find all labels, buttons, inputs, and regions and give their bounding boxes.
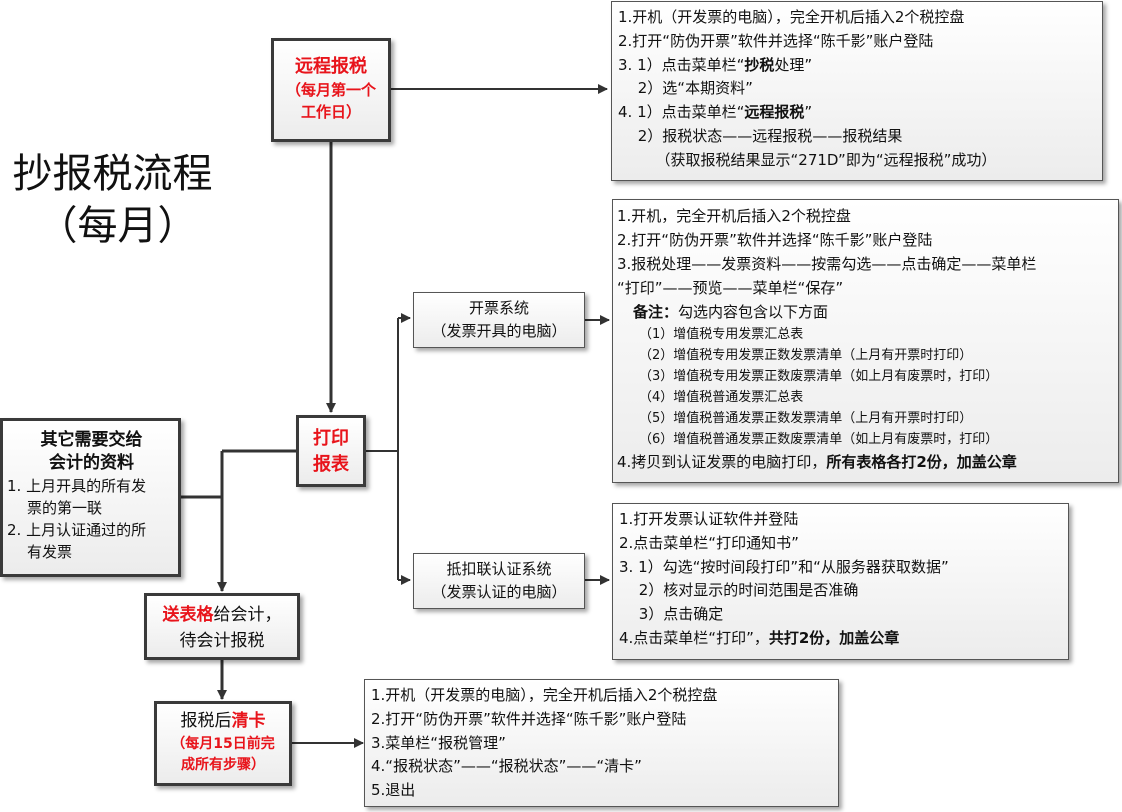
invoice-item-1: （1）增值税专用发票汇总表 <box>639 327 804 342</box>
node-other-materials: 其它需要交给 会计的资料 1. 上月开具的所有发 票的第一联 2. 上月认证通过… <box>0 418 181 577</box>
notes-verify-system: 1.打开发票认证软件并登陆 2.点击菜单栏“打印通知书” 3. 1）勾选“按时间… <box>612 503 1069 660</box>
clear-red: 清卡 <box>231 711 266 731</box>
clear-note-3: 3.菜单栏“报税管理” <box>371 733 506 752</box>
remote-label: 远程报税 <box>295 56 367 77</box>
node-send-forms: 送表格给会计， 待会计报税 <box>144 593 300 660</box>
send-rest: 给会计， <box>213 605 282 625</box>
remote-note-3: 3. 1）点击菜单栏“抄税处理” <box>618 55 813 74</box>
invoice-sys-line2: （发票开具的电脑） <box>431 322 567 340</box>
node-remote-tax: 远程报税 （每月第一个 工作日） <box>271 38 391 142</box>
notes-clear-card: 1.开机（开发票的电脑），完全开机后插入2个税控盘 2.打开“防伪开票”软件并选… <box>364 679 839 807</box>
node-invoice-system: 开票系统 （发票开具的电脑） <box>413 292 585 348</box>
remote-note-5: 4. 1）点击菜单栏“远程报税” <box>618 103 813 122</box>
remote-sub1: （每月第一个 <box>285 81 376 99</box>
send-line2: 待会计报税 <box>179 631 265 651</box>
notes-invoice-system: 1.开机，完全开机后插入2个税控盘 2.打开“防伪开票”软件并选择“陈千影”账户… <box>612 199 1119 483</box>
remote-note-2: 2.打开“防伪开票”软件并选择“陈千影”账户登陆 <box>618 31 934 50</box>
clear-note-1: 1.开机（开发票的电脑），完全开机后插入2个税控盘 <box>371 686 718 704</box>
verify-note-5: 3）点击确定 <box>619 605 724 624</box>
verify-note-4: 2）核对显示的时间范围是否准确 <box>619 581 859 600</box>
other-item1b: 票的第一联 <box>27 499 103 517</box>
notes-remote-tax: 1.开机（开发票的电脑），完全开机后插入2个税控盘 2.打开“防伪开票”软件并选… <box>611 1 1103 181</box>
remark-label: 备注： <box>633 303 679 321</box>
verify-sys-line1: 抵扣联认证系统 <box>446 560 552 578</box>
clear-prefix: 报税后 <box>180 711 232 731</box>
clear-note-2: 2.打开“防伪开票”软件并选择“陈千影”账户登陆 <box>371 709 687 728</box>
node-verify-system: 抵扣联认证系统 （发票认证的电脑） <box>413 553 585 609</box>
clear-line1: 报税后清卡 <box>157 708 289 734</box>
invoice-item-6: （6）增值税普通发票正数废票清单（如上月有废票时，打印） <box>639 432 999 447</box>
invoice-item-3: （3）增值税专用发票正数废票清单（如上月有废票时，打印） <box>639 369 999 384</box>
verify-note-2: 2.点击菜单栏“打印通知书” <box>619 533 799 552</box>
title-line1: 抄报税流程 <box>12 151 213 197</box>
node-print-report: 打印 报表 <box>296 415 366 487</box>
remote-note-6: 2）报税状态——远程报税——报税结果 <box>618 126 903 145</box>
remote-note-4: 2）选“本期资料” <box>618 79 753 98</box>
other-title1: 其它需要交给 <box>40 430 143 450</box>
clear-sub1: （每月15日前完 <box>171 736 275 752</box>
other-item2a: 2. 上月认证通过的所 <box>7 521 147 539</box>
verify-note-1: 1.打开发票认证软件并登陆 <box>619 510 799 528</box>
send-red: 送表格 <box>162 605 214 625</box>
invoice-remark: 备注：勾选内容包含以下方面 <box>617 300 1114 324</box>
invoice-item-2: （2）增值税专用发票正数发票清单（上月有开票时打印） <box>639 348 973 363</box>
invoice-note-1: 1.开机，完全开机后插入2个税控盘 <box>617 207 851 225</box>
invoice-note-4: “打印”——预览——菜单栏“保存” <box>617 279 844 297</box>
invoice-item-5: （5）增值税普通发票正数发票清单（上月有开票时打印） <box>639 411 973 426</box>
send-line1: 送表格给会计， <box>147 602 297 628</box>
page-title: 抄报税流程 （每月） <box>0 148 225 252</box>
node-clear-card: 报税后清卡 （每月15日前完 成所有步骤） <box>154 701 292 786</box>
other-item2b: 有发票 <box>27 543 73 561</box>
remote-sub2: 工作日） <box>300 103 361 121</box>
clear-note-4: 4.“报税状态”——“报税状态”——“清卡” <box>371 757 642 776</box>
verify-note-3: 3. 1）勾选“按时间段打印”和“从服务器获取数据” <box>619 557 949 576</box>
other-item1a: 1. 上月开具的所有发 <box>7 477 147 495</box>
print-line1: 打印 <box>313 428 349 449</box>
other-title2: 会计的资料 <box>49 453 134 473</box>
print-line2: 报表 <box>313 454 349 475</box>
remark-text: 勾选内容包含以下方面 <box>678 303 829 321</box>
clear-note-5: 5.退出 <box>371 781 416 800</box>
invoice-note-3: 3.报税处理——发票资料——按需勾选——点击确定——菜单栏 <box>617 255 1037 273</box>
invoice-note-5: 4.拷贝到认证发票的电脑打印，所有表格各打2份，加盖公章 <box>617 453 1017 471</box>
verify-note-6: 4.点击菜单栏“打印”，共打2份，加盖公章 <box>619 628 900 647</box>
verify-sys-line2: （发票认证的电脑） <box>431 583 567 601</box>
remote-note-1: 1.开机（开发票的电脑），完全开机后插入2个税控盘 <box>618 8 965 26</box>
invoice-item-4: （4）增值税普通发票汇总表 <box>639 390 804 405</box>
remote-note-7: （获取报税结果显示“271D”即为“远程报税”成功） <box>618 150 997 169</box>
title-line2: （每月） <box>37 203 198 249</box>
invoice-sys-line1: 开票系统 <box>468 299 529 317</box>
clear-sub2: 成所有步骤） <box>181 757 265 773</box>
invoice-note-2: 2.打开“防伪开票”软件并选择“陈千影”账户登陆 <box>617 231 933 249</box>
